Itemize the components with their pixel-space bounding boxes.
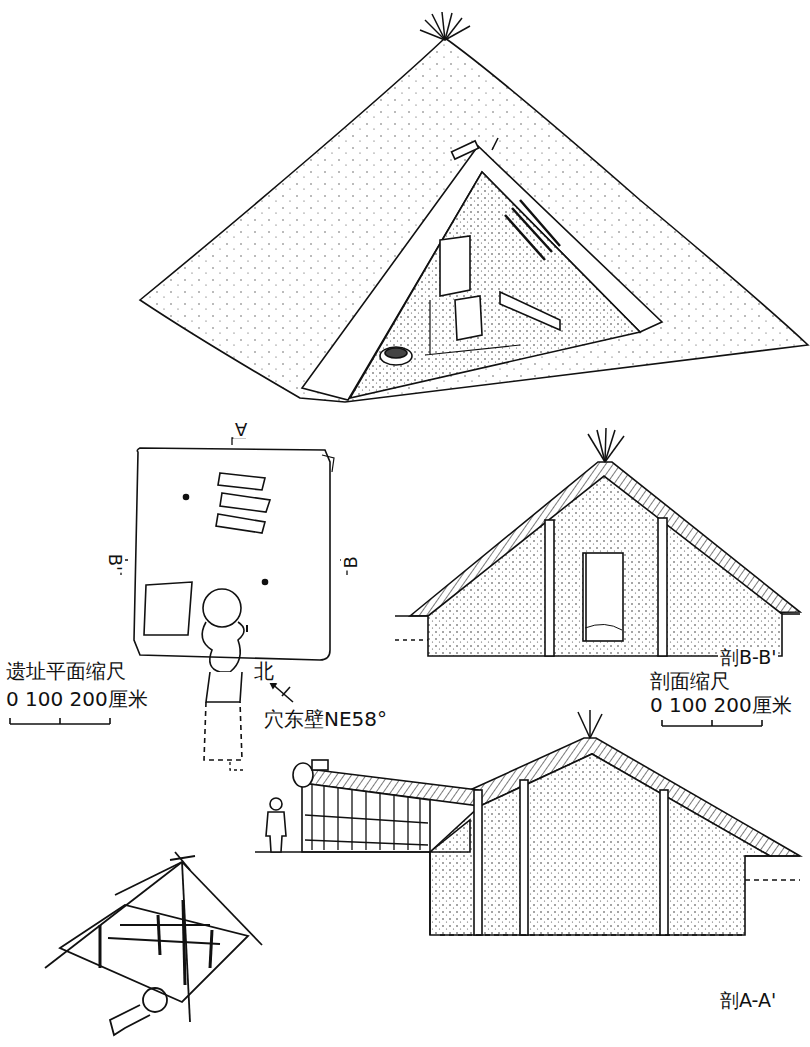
section-mark: B [341, 554, 362, 570]
section-scale-bar [662, 720, 762, 726]
section-title: 剖B-B' [718, 647, 778, 669]
scale-text: 0 100 200厘米 [4, 688, 150, 711]
section-b [395, 428, 800, 656]
scale-title: 遗址平面缩尺 [4, 660, 128, 683]
frame-view [45, 852, 262, 1035]
scale-title: 剖面缩尺 [648, 670, 732, 693]
section-mark: B' [104, 552, 125, 573]
scale-text: 0 100 200厘米 [648, 694, 794, 717]
section-title: 剖A-A' [718, 990, 778, 1012]
perspective-view [140, 12, 808, 402]
north-label: 北 [252, 660, 276, 683]
section-a [255, 710, 800, 935]
section-mark: A [233, 418, 249, 439]
orientation-note: 穴东壁NE58° [262, 708, 389, 731]
